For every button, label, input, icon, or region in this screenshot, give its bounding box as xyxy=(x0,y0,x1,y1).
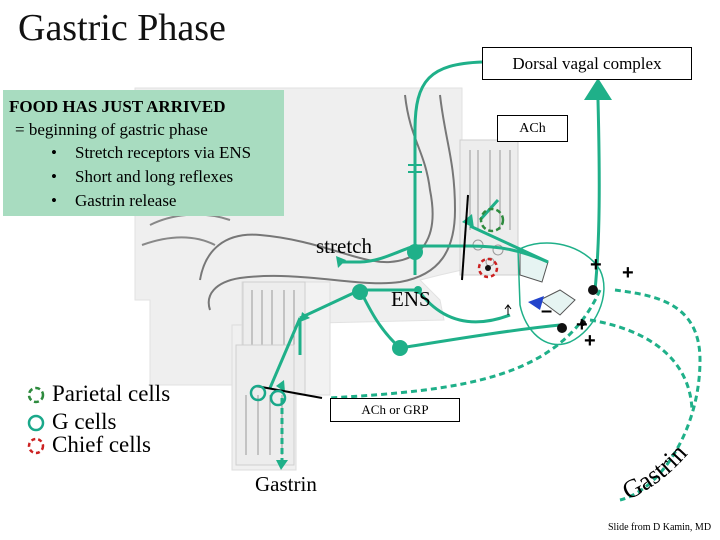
plus-sign: + xyxy=(590,254,602,276)
g-cell-marker-right xyxy=(269,389,287,407)
gastric-gland-upper xyxy=(459,139,519,276)
legend-item-parietal: Parietal cells xyxy=(26,382,226,406)
legend-item-chief: Chief cells xyxy=(26,433,226,457)
dashed-green-circle-icon xyxy=(27,386,45,404)
note-bullet-text: Stretch receptors via ENS xyxy=(75,143,252,162)
ach-or-grp-box: ACh or GRP xyxy=(330,398,460,422)
ens-label: ENS xyxy=(391,287,431,311)
neural-pathways-dashed xyxy=(280,288,702,502)
bullet-glyph: • xyxy=(51,143,57,162)
note-heading: FOOD HAS JUST ARRIVED xyxy=(9,97,226,116)
dorsal-vagal-complex-box: Dorsal vagal complex xyxy=(482,47,692,80)
legend-label: Parietal cells xyxy=(52,381,171,406)
stretch-label: stretch xyxy=(316,234,372,258)
plus-sign: + xyxy=(576,314,588,336)
g-cell-marker-left xyxy=(249,384,267,402)
legend-label: Chief cells xyxy=(52,432,151,457)
synaptic-nodes xyxy=(276,78,612,470)
gastric-gland-lower xyxy=(235,344,295,466)
inhibitory-lines xyxy=(255,194,469,399)
note-bullet: • Stretch receptors via ENS xyxy=(47,141,278,165)
chief-cell-dot xyxy=(485,265,491,271)
bullet-glyph: • xyxy=(51,191,57,210)
legend-label: G cells xyxy=(52,409,117,434)
summary-note: FOOD HAS JUST ARRIVED = beginning of gas… xyxy=(3,90,284,216)
note-bullet-text: Gastrin release xyxy=(75,191,177,210)
plus-sign: + xyxy=(584,330,596,352)
note-bullet-text: Short and long reflexes xyxy=(75,167,234,186)
plus-sign: + xyxy=(622,262,634,284)
minus-sign: – xyxy=(541,300,553,322)
page-title: Gastric Phase xyxy=(18,7,226,49)
legend-item-g-cells: G cells xyxy=(26,410,226,434)
note-bullet: • Gastrin release xyxy=(47,189,278,213)
ganglion-dots xyxy=(557,285,598,333)
vagal-cut-marks xyxy=(408,164,422,173)
note-bullet-list: • Stretch receptors via ENS • Short and lo… xyxy=(9,141,278,213)
gastrin-label: Gastrin xyxy=(255,472,317,496)
solid-teal-circle-icon xyxy=(27,414,45,432)
gastrin-curved-label: Gastrin xyxy=(617,438,692,505)
small-arrow-up xyxy=(504,304,512,315)
dashed-red-circle-icon xyxy=(27,437,45,455)
note-bullet: • Short and long reflexes xyxy=(47,165,278,189)
bullet-glyph: • xyxy=(51,167,57,186)
ach-box: ACh xyxy=(497,115,568,142)
note-subheading: = beginning of gastric phase xyxy=(15,120,208,139)
slide-credit: Slide from D Kamin, MD xyxy=(608,522,712,533)
inhibitory-neuron-marker xyxy=(528,296,544,310)
parietal-cell-marker xyxy=(479,207,505,233)
chief-cell-marker xyxy=(477,257,499,279)
